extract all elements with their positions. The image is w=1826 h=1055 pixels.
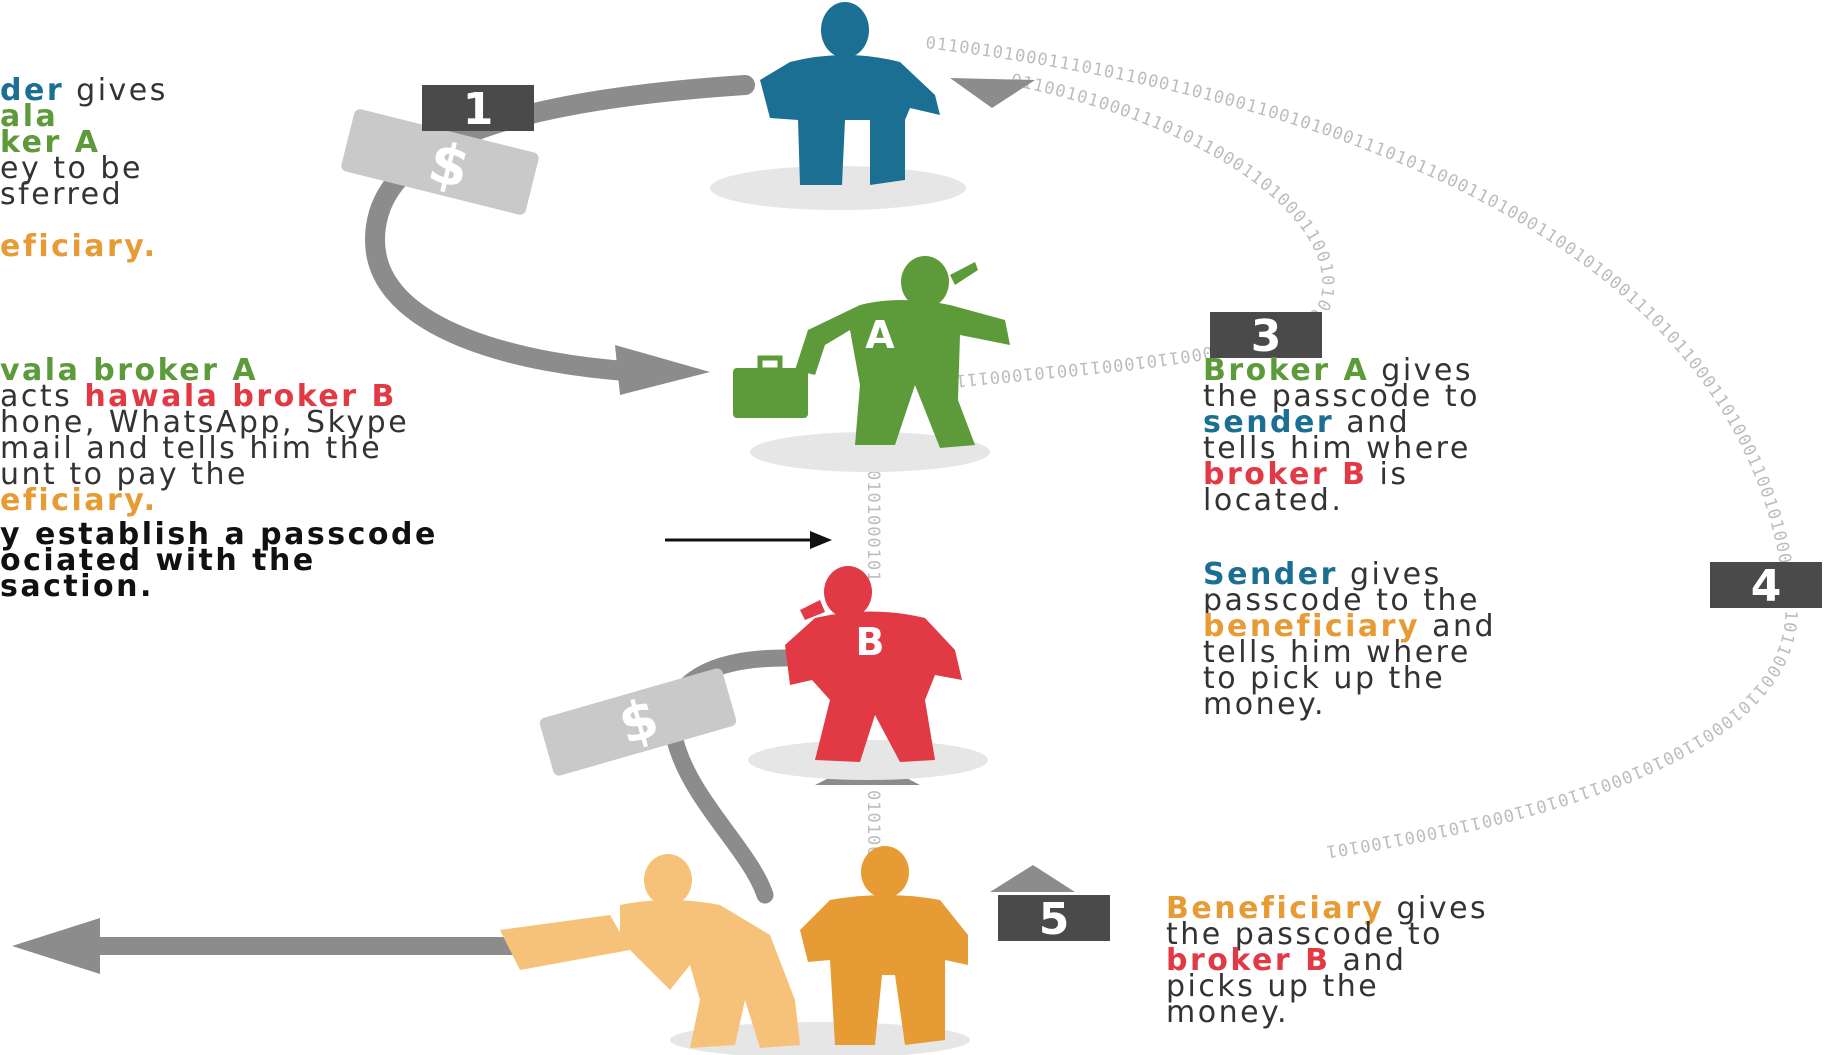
step5-gives-word: gives (1384, 891, 1489, 926)
inner-binary-text: 0110010100011101011000110100011001010001… (0, 0, 1336, 390)
inner-binary-arc: 0110010100011101011000110100011001010001… (0, 0, 1337, 390)
step5-text: Beneficiary gives the passcode to broker… (1166, 894, 1488, 1030)
broker-a-letter: A (865, 313, 895, 357)
broker-a-figure (733, 256, 1010, 448)
step3-text: Broker A gives the passcode to sender an… (1203, 356, 1480, 518)
step5-broker-b-word: broker B (1166, 943, 1331, 978)
exit-arrow-head (12, 918, 100, 974)
sender-figure (760, 2, 940, 185)
step3-broker-b-word: broker B (1203, 457, 1368, 492)
arrowhead-to-beneficiary (990, 865, 1075, 892)
step1-gives-word: gives (64, 73, 168, 108)
step2-contacts-word: acts (0, 379, 85, 414)
step2-associated-line: ociated with the (0, 543, 316, 578)
step1-text: der gives ala ker A ey to be sferred efi… (0, 76, 168, 264)
step1-hawala-word: ala (0, 99, 59, 134)
beneficiary-figure (800, 846, 968, 1045)
step2-beneficiary-word: eficiary. (0, 483, 158, 518)
step4-pickup-line: to pick up the (1203, 661, 1446, 696)
step3-located-line: located. (1203, 483, 1344, 518)
step4-tells-line: tells him where (1203, 635, 1471, 670)
step-number-5: 5 (1039, 894, 1070, 945)
step5-beneficiary-word: Beneficiary (1166, 891, 1385, 926)
step5-and-word: and (1330, 943, 1407, 978)
step2-text: vala broker A acts hawala broker B hone,… (0, 353, 438, 604)
step2-tells-line: mail and tells him the (0, 431, 383, 466)
step-badge-5: 5 (998, 894, 1110, 945)
broker-b-figure (785, 566, 962, 762)
arrowhead-to-sender (950, 78, 1035, 108)
step4-money-line: money. (1203, 687, 1327, 722)
step1-beneficiary-word: eficiary. (0, 229, 158, 264)
step4-gives-word: gives (1337, 557, 1442, 592)
step3-sender-word: sender (1203, 405, 1335, 440)
step-badge-3: 3 (1210, 311, 1322, 362)
arrowhead-broker-a (615, 345, 710, 395)
step2-broker-b-word: hawala broker B (84, 379, 397, 414)
step4-beneficiary-word: beneficiary (1203, 609, 1421, 644)
step4-and-word: and (1420, 609, 1497, 644)
step-number-4: 4 (1751, 561, 1782, 612)
step3-is-word: is (1367, 457, 1409, 492)
step3-tells-line: tells him where (1203, 431, 1471, 466)
step2-amount-line: unt to pay the (0, 457, 248, 492)
step1-money-line: ey to be (0, 151, 143, 186)
step5-picks-line: picks up the (1166, 969, 1380, 1004)
step2-broker-a-line: vala broker A (0, 353, 259, 388)
step1-broker-a-word: ker A (0, 125, 101, 160)
step-badge-4: 4 (1710, 561, 1822, 612)
step2-channels-line: hone, WhatsApp, Skype (0, 405, 410, 440)
step-badge-1: 1 (422, 84, 534, 135)
step3-and-word: and (1334, 405, 1411, 440)
step3-gives-word: gives (1369, 353, 1473, 388)
step3-broker-a-word: Broker A (1203, 353, 1370, 388)
step2-passcode-line: y establish a passcode (0, 517, 438, 552)
step5-money-line: money. (1166, 995, 1290, 1030)
step4-sender-word: Sender (1203, 557, 1338, 592)
step-number-1: 1 (463, 84, 494, 135)
broker-b-shadow (748, 740, 988, 780)
money-bag-2: $ (539, 668, 737, 776)
arrow-sender-to-broker-a (364, 75, 755, 382)
step3-passcode-line: the passcode to (1203, 379, 1480, 414)
step-number-3: 3 (1251, 311, 1282, 362)
passcode-pointer-arrow (665, 531, 832, 549)
step4-text: Sender gives passcode to the beneficiary… (1203, 560, 1497, 722)
step4-passcode-line: passcode to the (1203, 583, 1480, 618)
money-bag-1: $ (341, 109, 539, 215)
step1-transferred-line: sferred (0, 177, 124, 212)
step2-transaction-line: saction. (0, 569, 154, 604)
beneficiary-shadow (670, 1022, 970, 1055)
beneficiary-leaving-figure (500, 854, 800, 1048)
broker-b-letter: B (856, 620, 885, 664)
step1-sender-word: der (0, 73, 65, 108)
step5-passcode-line: the passcode to (1166, 917, 1443, 952)
broker-a-shadow (750, 432, 990, 472)
